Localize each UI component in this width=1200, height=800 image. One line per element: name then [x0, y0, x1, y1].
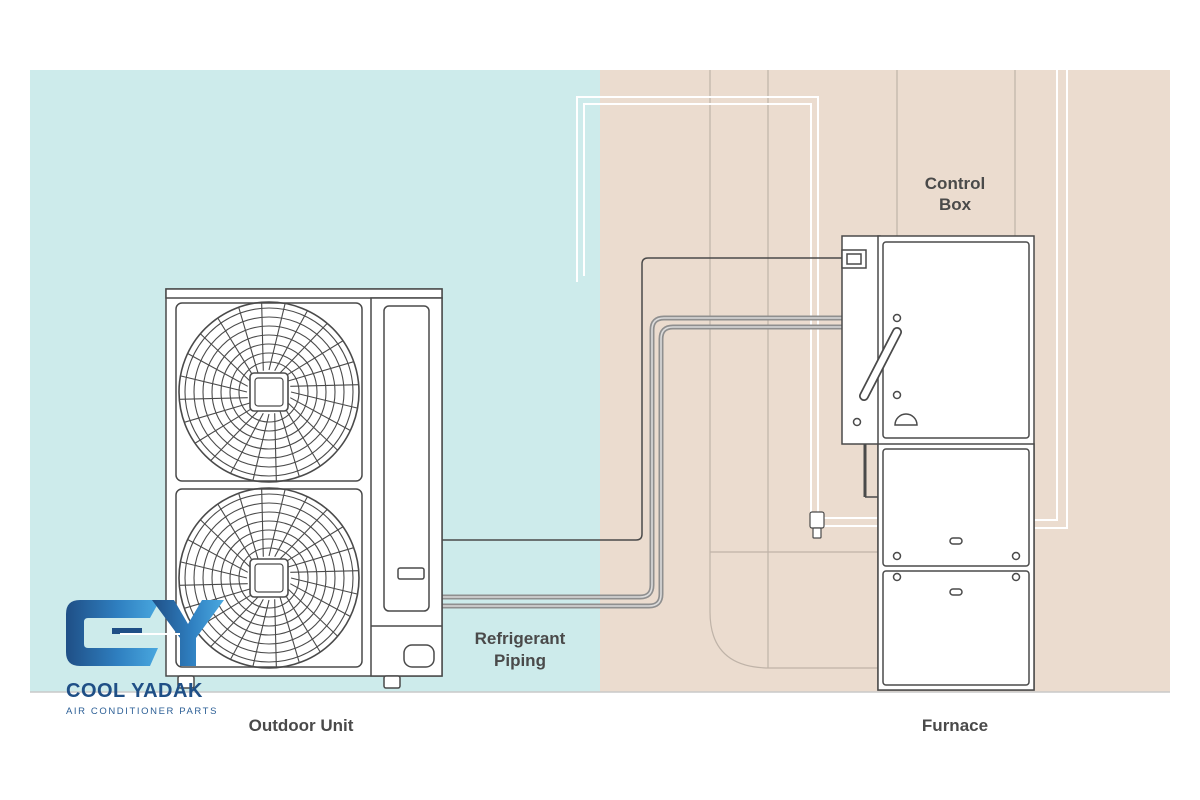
refrigerant-piping — [442, 315, 842, 609]
fan-icon — [178, 301, 360, 483]
control-box-label-line1: Control — [925, 174, 985, 193]
furnace — [863, 235, 1035, 691]
logo-name: COOL YADAK — [66, 680, 203, 702]
refrigerant-label-line2: Piping — [494, 651, 546, 670]
white-ducts — [576, 70, 1068, 529]
fan-icon — [178, 487, 360, 669]
logo-tagline: AIR CONDITIONER PARTS — [66, 706, 218, 717]
control-box — [841, 235, 881, 445]
cy-logo-icon — [66, 600, 224, 666]
furnace-label: Furnace — [922, 716, 988, 735]
refrigerant-label-line1: Refrigerant — [475, 629, 566, 648]
duct-fitting — [809, 511, 825, 539]
control-wire — [442, 257, 842, 541]
wall-framing — [709, 70, 1016, 669]
control-box-label-line2: Box — [939, 195, 972, 214]
furnace-handle — [859, 327, 902, 401]
outdoor-unit-label: Outdoor Unit — [249, 716, 354, 735]
